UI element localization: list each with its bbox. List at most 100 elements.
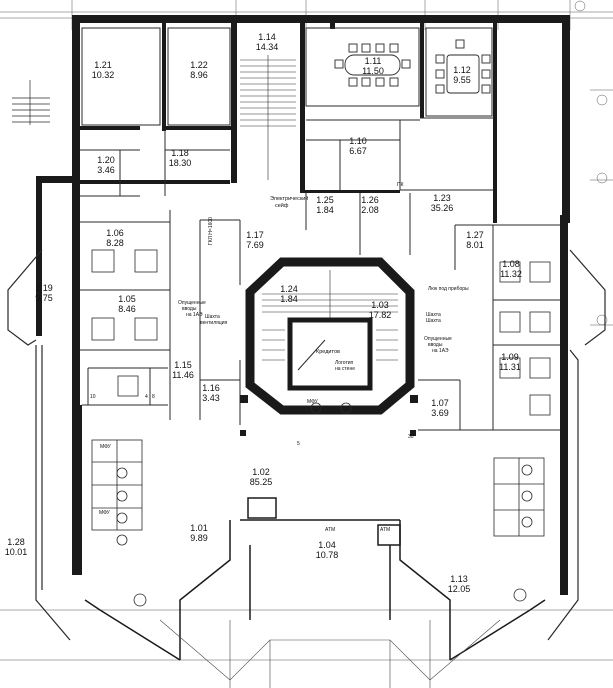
svg-text:9.75: 9.75 xyxy=(35,293,53,303)
entrance-lines xyxy=(159,619,501,688)
svg-text:12.05: 12.05 xyxy=(448,584,471,594)
electric-note: Электрический xyxy=(270,195,308,202)
svg-text:1.01: 1.01 xyxy=(190,523,208,533)
svg-text:1.09: 1.09 xyxy=(501,352,519,362)
svg-text:1.12: 1.12 xyxy=(453,65,471,75)
svg-text:1.03: 1.03 xyxy=(371,300,389,310)
room-label: 1.177.69 xyxy=(246,230,264,250)
room-label: 1.058.46 xyxy=(118,294,136,314)
svg-text:1.08: 1.08 xyxy=(502,259,520,269)
stair-note-wall: на стене xyxy=(335,366,355,372)
svg-text:11.32: 11.32 xyxy=(500,269,522,279)
conference-furniture xyxy=(334,39,491,94)
room-label: 1.241.84 xyxy=(280,284,298,304)
svg-text:6.67: 6.67 xyxy=(349,146,367,156)
svg-text:1.23: 1.23 xyxy=(433,193,451,203)
svg-text:8.01: 8.01 xyxy=(466,240,484,250)
svg-text:8.28: 8.28 xyxy=(106,238,124,248)
svg-text:1.84: 1.84 xyxy=(316,205,334,215)
svg-text:1.84: 1.84 xyxy=(280,294,298,304)
room-label: 1.278.01 xyxy=(466,230,484,250)
electric-note-2: сейф xyxy=(275,202,289,209)
stair-1-14 xyxy=(240,55,296,180)
svg-text:9.89: 9.89 xyxy=(190,533,208,543)
shaft-vent-note: вентиляция xyxy=(200,320,228,326)
svg-text:7.69: 7.69 xyxy=(246,240,264,250)
room-label: 1.106.67 xyxy=(349,136,367,156)
room-label: 1.068.28 xyxy=(106,228,124,248)
svg-text:1.26: 1.26 xyxy=(361,195,379,205)
mfu-label-3: МФУ xyxy=(307,399,319,405)
columns xyxy=(240,395,418,436)
svg-text:17.82: 17.82 xyxy=(369,310,392,320)
outer-walls xyxy=(36,15,570,595)
svg-text:11.31: 11.31 xyxy=(499,362,521,372)
gkl-note: ГКЛ Н=1600 xyxy=(208,217,214,245)
atm-label-1: АТМ xyxy=(325,527,335,533)
shaft-note-b: Шахта xyxy=(426,318,441,324)
svg-text:1.25: 1.25 xyxy=(316,195,334,205)
room-label: 1.019.89 xyxy=(190,523,208,543)
svg-text:1.16: 1.16 xyxy=(202,383,220,393)
svg-text:3.43: 3.43 xyxy=(202,393,220,403)
svg-text:35.26: 35.26 xyxy=(431,203,454,213)
svg-text:2.08: 2.08 xyxy=(361,205,379,215)
room-label: 1.199.75 xyxy=(35,283,53,303)
stair-note: Кредитов xyxy=(316,349,340,355)
left-bay xyxy=(7,249,71,641)
left-stair xyxy=(12,80,50,125)
svg-text:18.30: 18.30 xyxy=(169,158,192,168)
svg-text:1.18: 1.18 xyxy=(171,148,189,158)
svg-text:1.27: 1.27 xyxy=(466,230,484,240)
dim-4: 4 xyxy=(145,394,148,400)
svg-text:1.21: 1.21 xyxy=(94,60,112,70)
room-label: 1.129.55 xyxy=(453,65,471,85)
dim-30: 30 xyxy=(408,434,414,440)
raised-to-note-r2: на 1АЭ xyxy=(432,348,449,354)
svg-text:1.13: 1.13 xyxy=(450,574,468,584)
svg-text:1.22: 1.22 xyxy=(190,60,208,70)
hatch-note: Люк под приборы xyxy=(428,286,469,292)
right-bay xyxy=(547,249,606,641)
svg-text:11.46: 11.46 xyxy=(172,370,194,380)
mfu-label-2: МФУ xyxy=(99,510,111,516)
room-label: 1.203.46 xyxy=(97,155,115,175)
room-label: 1.228.96 xyxy=(190,60,208,80)
pk-label: ПК xyxy=(397,182,404,188)
svg-text:11.50: 11.50 xyxy=(362,66,384,76)
svg-text:1.07: 1.07 xyxy=(431,398,449,408)
stair-core xyxy=(245,257,415,415)
svg-text:1.11: 1.11 xyxy=(365,56,382,66)
workstations xyxy=(91,249,551,607)
svg-text:9.55: 9.55 xyxy=(453,75,471,85)
room-label: 1.262.08 xyxy=(361,195,379,215)
raised-to-note-1: вводы xyxy=(182,306,197,312)
svg-text:1.02: 1.02 xyxy=(252,467,270,477)
svg-text:1.14: 1.14 xyxy=(258,32,276,42)
inner-walls xyxy=(80,23,497,223)
raised-to-note-r0: Опущенные xyxy=(424,336,452,342)
raised-to-note-r1: вводы xyxy=(428,342,443,348)
svg-text:1.10: 1.10 xyxy=(349,136,367,146)
entrance xyxy=(84,497,546,661)
svg-text:1.17: 1.17 xyxy=(246,230,264,240)
room-label: 1.163.43 xyxy=(202,383,220,403)
svg-text:3.69: 3.69 xyxy=(431,408,449,418)
svg-text:1.24: 1.24 xyxy=(280,284,298,294)
svg-text:8.46: 8.46 xyxy=(118,304,136,314)
annotations: Электрический сейф ГКЛ Н=1600 Шахта вент… xyxy=(90,182,469,533)
svg-text:1.15: 1.15 xyxy=(174,360,192,370)
svg-text:1.04: 1.04 xyxy=(318,540,336,550)
